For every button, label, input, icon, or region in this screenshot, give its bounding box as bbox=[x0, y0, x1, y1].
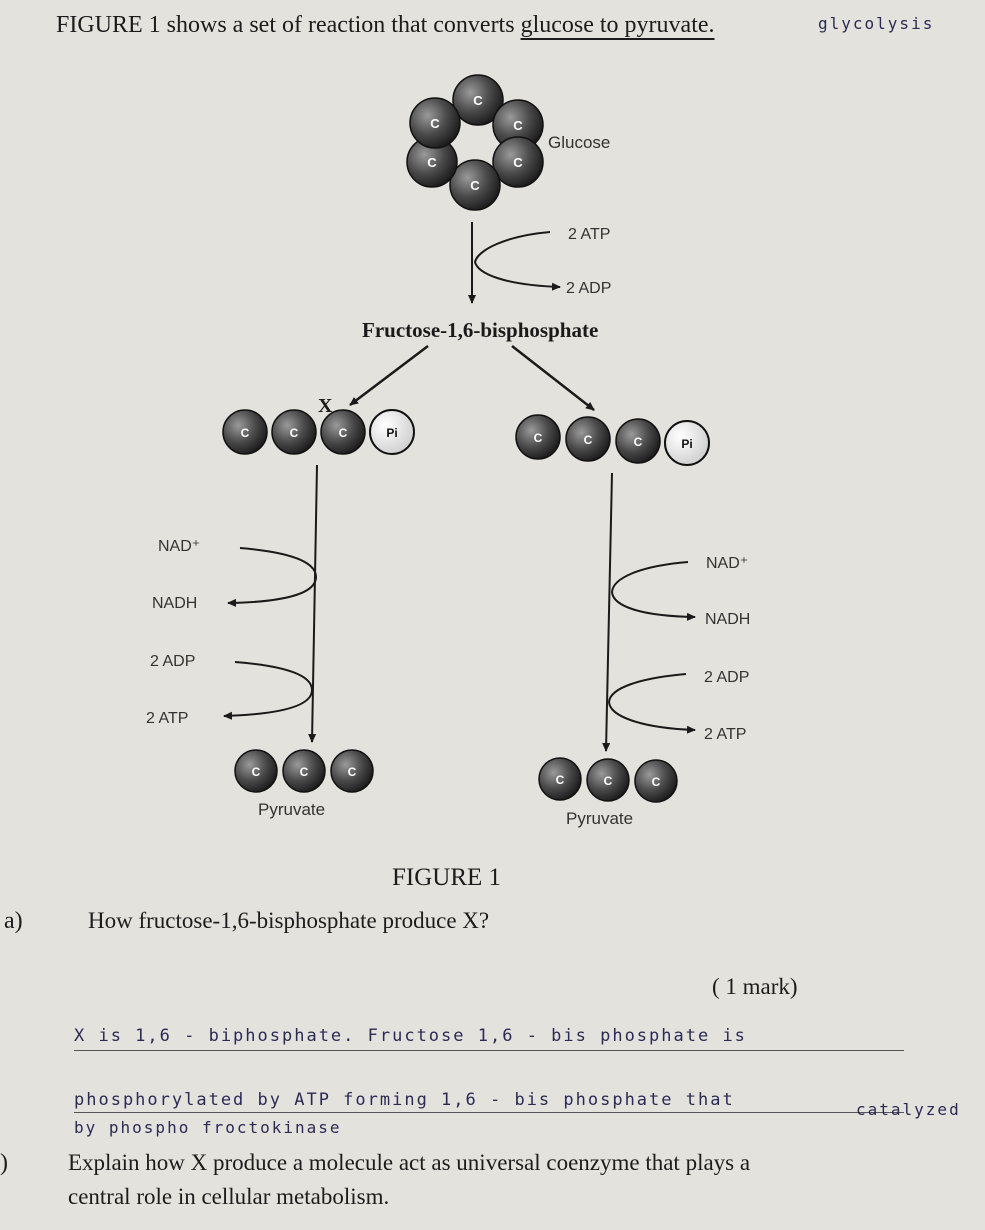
left-nad-label: NAD⁺ bbox=[158, 538, 200, 555]
svg-text:C: C bbox=[652, 775, 661, 789]
left-triose-phosphate: C C C Pi bbox=[222, 409, 415, 455]
question-a-label: a) bbox=[4, 908, 23, 934]
phosphate-group: Pi bbox=[664, 420, 710, 466]
svg-text:C: C bbox=[348, 765, 357, 779]
question-b-label: ) bbox=[0, 1150, 8, 1176]
carbon-atom: C bbox=[222, 409, 268, 455]
question-intro: FIGURE 1 shows a set of reaction that co… bbox=[56, 12, 715, 39]
carbon-atom: C bbox=[282, 749, 326, 793]
carbon-atom: C bbox=[452, 74, 504, 126]
carbon-atom: C bbox=[492, 136, 544, 188]
phosphate-group: Pi bbox=[369, 409, 415, 455]
svg-text:C: C bbox=[470, 178, 480, 193]
right-nadh-label: NADH bbox=[705, 611, 750, 628]
split-arrow-left bbox=[349, 345, 429, 406]
title-highlight: glucose to pyruvate. bbox=[520, 12, 715, 38]
glucose-label: Glucose bbox=[548, 133, 610, 152]
left-atp-label: 2 ATP bbox=[146, 710, 188, 727]
svg-text:C: C bbox=[604, 774, 613, 788]
answer-a-line-1: X is 1,6 - biphosphate. Fructose 1,6 - b… bbox=[74, 1026, 747, 1046]
svg-text:C: C bbox=[427, 155, 437, 170]
answer-a-line-2: phosphorylated by ATP forming 1,6 - bis … bbox=[74, 1090, 735, 1110]
carbon-atom: C bbox=[449, 159, 501, 211]
svg-text:C: C bbox=[430, 116, 440, 131]
left-pyruvate-label: Pyruvate bbox=[258, 800, 325, 819]
carbon-atom: C bbox=[271, 409, 317, 455]
svg-text:C: C bbox=[252, 765, 261, 779]
carbon-atom: C bbox=[634, 759, 678, 803]
carbon-atom: C bbox=[586, 758, 630, 802]
carbon-atom: C bbox=[615, 418, 661, 464]
left-nadh-label: NADH bbox=[152, 595, 197, 612]
answer-line bbox=[74, 1112, 904, 1113]
answer-line bbox=[74, 1050, 904, 1051]
left-pathway-arrow bbox=[308, 464, 318, 743]
carbon-atom: C bbox=[330, 749, 374, 793]
svg-text:C: C bbox=[513, 155, 523, 170]
carbon-atom: C bbox=[320, 409, 366, 455]
handwritten-note: glycolysis bbox=[818, 14, 935, 33]
carbon-atom: C bbox=[515, 414, 561, 460]
carbon-atom: C bbox=[538, 757, 582, 801]
glycolysis-figure: C C C C C C Glucose 2 ATP 2 ADP Fructose… bbox=[146, 74, 750, 828]
right-pyruvate-label: Pyruvate bbox=[566, 809, 633, 828]
left-pyruvate-molecule: C C C bbox=[234, 749, 374, 793]
left-nad-curved-arrow bbox=[227, 547, 318, 607]
right-triose-phosphate: C C C Pi bbox=[515, 414, 710, 466]
atp-adp-curved-arrow bbox=[473, 231, 561, 291]
svg-text:C: C bbox=[534, 431, 543, 445]
right-adp-label: 2 ADP bbox=[704, 669, 749, 686]
svg-text:C: C bbox=[241, 426, 250, 440]
answer-a-line-3: by phospho froctokinase bbox=[74, 1118, 342, 1137]
answer-a-line-2-end: catalyzed bbox=[856, 1100, 961, 1119]
svg-text:C: C bbox=[473, 93, 483, 108]
right-adp-curved-arrow bbox=[607, 673, 696, 734]
left-adp-label: 2 ADP bbox=[150, 653, 195, 670]
fructose-bisphosphate-label: Fructose-1,6-bisphosphate bbox=[362, 318, 598, 342]
svg-text:C: C bbox=[634, 435, 643, 449]
svg-text:Pi: Pi bbox=[681, 437, 692, 451]
right-atp-label: 2 ATP bbox=[704, 726, 746, 743]
svg-text:C: C bbox=[339, 426, 348, 440]
svg-text:C: C bbox=[290, 426, 299, 440]
right-pyruvate-molecule: C C C bbox=[538, 757, 678, 803]
glucose-molecule: C C C C C C bbox=[406, 74, 544, 211]
svg-text:C: C bbox=[556, 773, 565, 787]
carbon-atom: C bbox=[565, 416, 611, 462]
question-b-text-line-2: central role in cellular metabolism. bbox=[68, 1184, 390, 1209]
right-nad-curved-arrow bbox=[610, 561, 696, 621]
adp-label: 2 ADP bbox=[566, 280, 611, 297]
question-b-text-line-1: Explain how X produce a molecule act as … bbox=[68, 1150, 751, 1175]
figure-caption: FIGURE 1 bbox=[392, 864, 502, 891]
right-pathway-arrow bbox=[602, 472, 613, 752]
carbon-atom: C bbox=[234, 749, 278, 793]
svg-text:C: C bbox=[300, 765, 309, 779]
carbon-atom: C bbox=[409, 97, 461, 149]
title-prefix: FIGURE 1 shows a set of reaction that co… bbox=[56, 12, 521, 38]
svg-text:C: C bbox=[584, 433, 593, 447]
question-a-marks: ( 1 mark) bbox=[712, 974, 798, 999]
atp-label: 2 ATP bbox=[568, 226, 610, 243]
svg-text:C: C bbox=[513, 118, 523, 133]
x-label: X bbox=[318, 395, 333, 417]
split-arrow-right bbox=[511, 345, 595, 411]
question-a-text: How fructose-1,6-bisphosphate produce X? bbox=[88, 908, 490, 933]
right-nad-label: NAD⁺ bbox=[706, 555, 748, 572]
left-adp-curved-arrow bbox=[223, 661, 314, 720]
svg-text:Pi: Pi bbox=[386, 426, 397, 440]
